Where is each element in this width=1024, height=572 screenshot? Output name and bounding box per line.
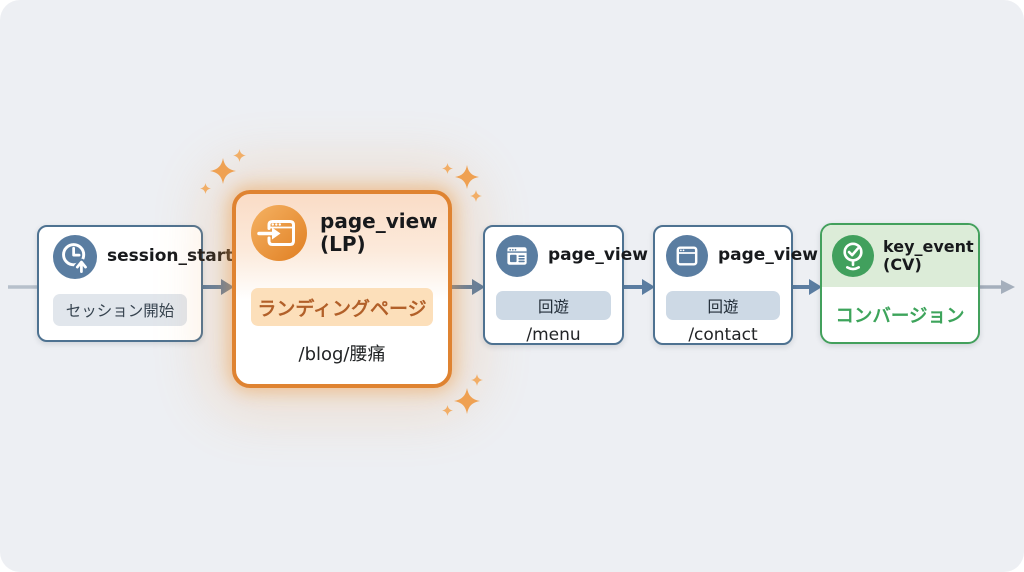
sparkle-icon: [233, 149, 246, 162]
sparkle-icon: [442, 163, 453, 174]
node-session-start: session_start セッション開始: [37, 225, 233, 342]
event-name: page_view (LP): [320, 210, 438, 256]
sparkle-icon: [470, 190, 482, 202]
clock-session-start-icon: [53, 235, 97, 279]
page-path: /blog/腰痛: [298, 344, 386, 365]
event-name-main: key_event: [883, 236, 974, 256]
node-key-event: key_event (CV) コンバージョン: [820, 223, 980, 344]
event-name-main: page_view: [320, 209, 438, 233]
event-badge: 回遊: [666, 291, 780, 320]
conversion-label: コンバージョン: [835, 306, 965, 327]
event-name: page_view: [718, 245, 818, 266]
event-name: page_view: [548, 245, 648, 266]
event-badge: ランディングページ: [251, 288, 433, 326]
event-name-qualifier: (CV): [883, 255, 922, 274]
browser-window-icon: [666, 235, 708, 277]
sparkle-icon: [454, 388, 480, 414]
node-header: page_view (LP): [251, 205, 438, 261]
event-badge: 回遊: [496, 291, 611, 320]
flow-arrow: [202, 279, 234, 295]
entry-line: [8, 285, 38, 289]
node-page-view-contact: page_view 回遊 /contact: [653, 225, 818, 345]
event-name-qualifier: (LP): [320, 232, 366, 256]
page-enter-icon: [251, 205, 307, 261]
event-name: session_start: [107, 246, 234, 267]
browser-layout-icon: [496, 235, 538, 277]
sparkle-icon: [442, 405, 453, 416]
node-page-view-lp: page_view (LP) ランディングページ /blog/腰痛: [232, 190, 452, 388]
target-check-icon: [832, 235, 874, 277]
flow-arrow: [792, 279, 822, 295]
event-badge: セッション開始: [53, 294, 187, 326]
flow-arrow: [451, 279, 485, 295]
page-path: /menu: [526, 325, 581, 345]
sparkle-icon: [210, 158, 236, 184]
node-header: key_event (CV): [822, 225, 978, 287]
node-header: session_start: [53, 235, 233, 279]
exit-arrow: [979, 280, 1015, 294]
flow-arrow: [623, 279, 655, 295]
node-header: page_view: [496, 235, 648, 277]
sparkle-icon: [471, 374, 483, 386]
sparkle-icon: [455, 165, 479, 189]
sparkle-icon: [200, 183, 211, 194]
node-page-view-menu: page_view 回遊 /menu: [483, 225, 648, 345]
event-name: key_event (CV): [883, 236, 974, 275]
page-path: /contact: [688, 325, 758, 345]
node-header: page_view: [666, 235, 818, 277]
